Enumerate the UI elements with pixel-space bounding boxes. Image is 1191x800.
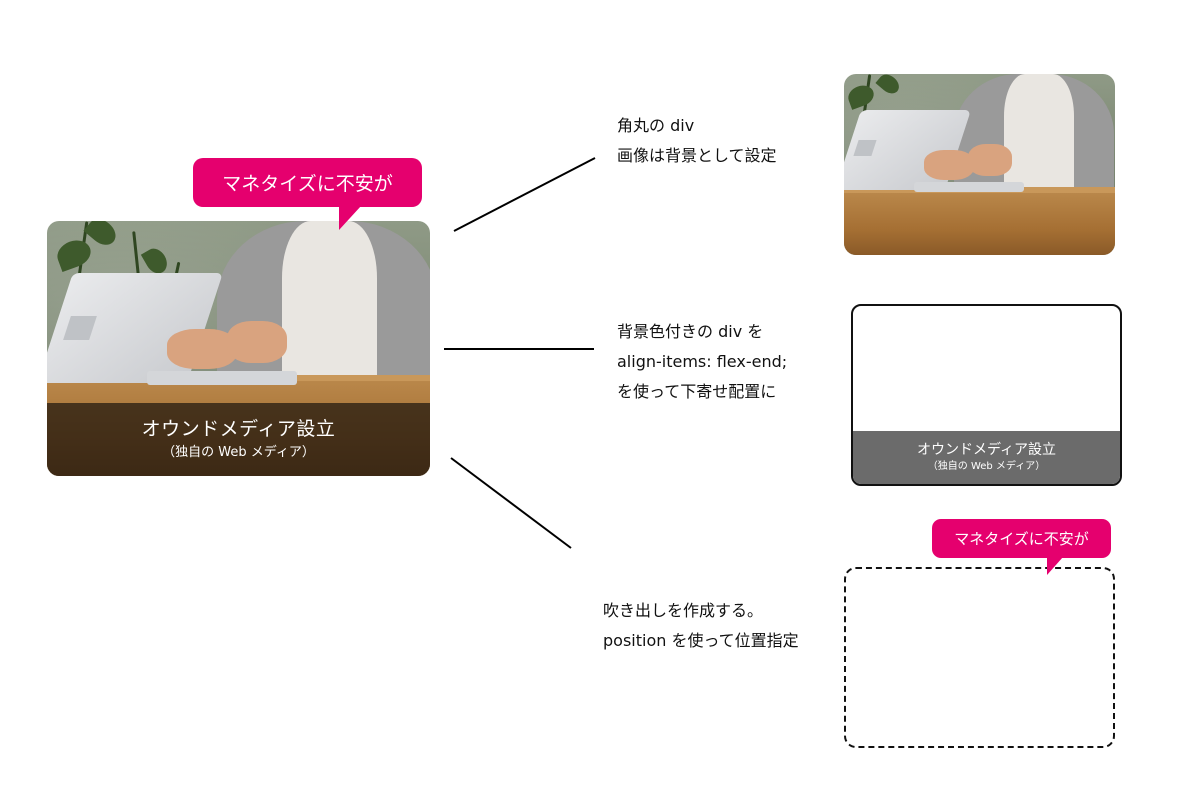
main-card: オウンドメディア設立 （独自の Web メディア）: [47, 221, 430, 476]
example-rounded-photo: [844, 74, 1115, 255]
connector-line-bubble: [450, 457, 572, 549]
note-flex-end: 背景色付きの div を align-items: flex-end; を使って…: [617, 322, 788, 401]
connector-line-photo: [453, 157, 596, 232]
speech-bubble-tail: [339, 206, 361, 230]
example-speech-bubble-label: マネタイズに不安が: [954, 530, 1089, 548]
speech-bubble: マネタイズに不安が: [193, 158, 422, 230]
caption-subtitle: （独自の Web メディア）: [162, 444, 315, 460]
example-speech-bubble-tail: [1047, 557, 1063, 575]
speech-bubble-label: マネタイズに不安が: [222, 173, 393, 195]
note-rounded-div: 角丸の div 画像は背景として設定: [617, 116, 777, 165]
example-caption-bar: オウンドメディア設立 （独自の Web メディア）: [853, 431, 1120, 484]
example-speech-bubble: マネタイズに不安が: [932, 519, 1111, 575]
example-caption-subtitle: （独自の Web メディア）: [927, 461, 1046, 472]
example-caption-title: オウンドメディア設立: [916, 442, 1057, 458]
example-dashed-box: [844, 567, 1115, 748]
example-flex-end-box: オウンドメディア設立 （独自の Web メディア）: [851, 304, 1122, 486]
note-bubble-position: 吹き出しを作成する。 position を使って位置指定: [603, 601, 799, 650]
caption-title: オウンドメディア設立: [141, 417, 336, 440]
caption-overlay: オウンドメディア設立 （独自の Web メディア）: [47, 403, 430, 476]
